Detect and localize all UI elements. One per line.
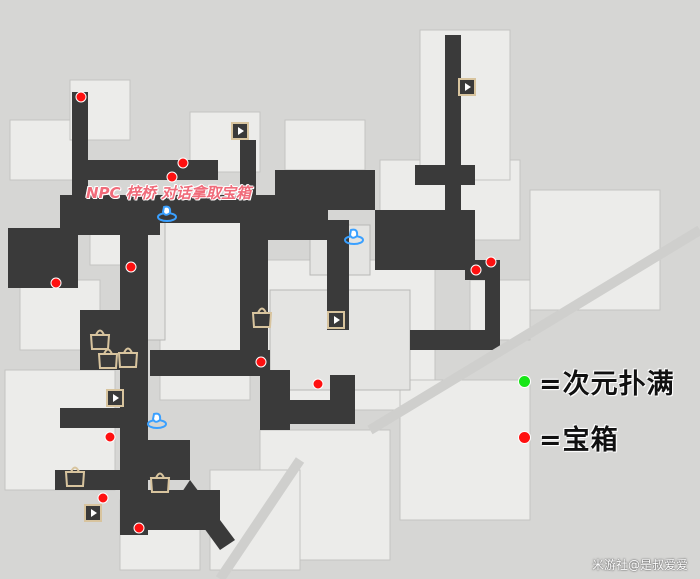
- door-icon: [84, 504, 102, 522]
- chest-marker: [75, 91, 87, 103]
- bag-icon: [149, 472, 171, 493]
- bag-icon: [97, 348, 119, 369]
- chest-marker: [177, 157, 189, 169]
- door-icon: [231, 122, 249, 140]
- legend-label: =次元扑满: [539, 369, 675, 400]
- door-icon: [458, 78, 476, 96]
- chest-marker: [50, 277, 62, 289]
- chest-marker: [166, 171, 178, 183]
- chest-marker: [312, 378, 324, 390]
- teleport-icon: [344, 228, 364, 245]
- teleport-icons: [147, 205, 364, 429]
- bag-icon: [251, 307, 273, 328]
- chest-marker: [255, 356, 267, 368]
- teleport-icon: [147, 412, 167, 429]
- chest-marker: [485, 256, 497, 268]
- chest-marker: [97, 492, 109, 504]
- walkable-paths: [8, 35, 500, 550]
- roads: [215, 225, 700, 579]
- legend-label: =宝箱: [539, 425, 619, 456]
- bag-icon: [64, 466, 86, 487]
- chest-marker: [470, 264, 482, 276]
- chest-marker: [133, 522, 145, 534]
- bag-icons: [64, 307, 273, 493]
- door-icon: [327, 311, 345, 329]
- chest-marker: [125, 261, 137, 273]
- legend-item-piggy-bank: =次元扑满: [518, 362, 675, 401]
- door-icons: [84, 78, 476, 522]
- chest-marker: [104, 431, 116, 443]
- red-dot-icon: [518, 431, 531, 444]
- chest-markers: [50, 91, 497, 534]
- teleport-icon: [157, 205, 177, 222]
- bag-icon: [117, 347, 139, 368]
- door-icon: [106, 389, 124, 407]
- legend-item-chest: =宝箱: [518, 418, 619, 457]
- watermark: 米游社@是叔爱爱: [591, 558, 688, 572]
- npc-note-label: NPC 梓桥 对话拿取宝箱: [86, 184, 252, 202]
- green-dot-icon: [518, 375, 531, 388]
